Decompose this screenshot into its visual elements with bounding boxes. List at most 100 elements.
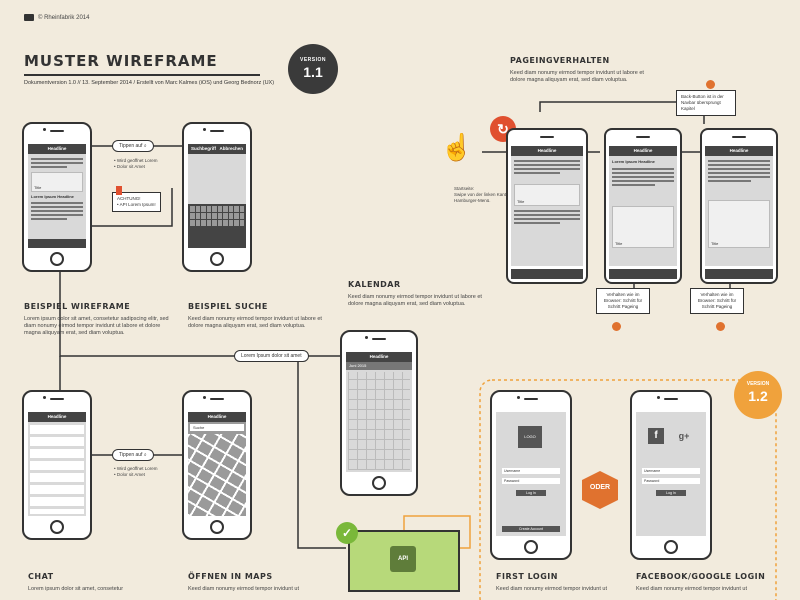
navbar: Headline: [609, 146, 677, 156]
document-info: Dokumentversion 1.0 // 13. September 201…: [24, 80, 275, 86]
version-badge-1-2: VERSION 1.2: [734, 371, 782, 419]
swipe-gesture-icon: ☝: [440, 132, 474, 162]
section-text-maps: Keed diam nonumy eirmod tempor invidunt …: [188, 586, 299, 592]
oder-hexagon: [582, 471, 618, 509]
phone-android-1: Headline Title: [506, 128, 588, 284]
home-button-icon: [664, 540, 678, 554]
section-text-beispiel-suche: Keed diam nonumy eirmod tempor invidunt …: [188, 316, 322, 329]
password-field[interactable]: Password: [642, 478, 700, 484]
navbar: Headline: [28, 412, 86, 422]
version-number: 1.1: [303, 64, 323, 80]
google-plus-icon[interactable]: g+: [678, 431, 690, 441]
phone-screen: Headline Suche: [188, 412, 246, 516]
tap-on-pill-2: Tippen auf ⌕: [112, 449, 154, 461]
keyboard[interactable]: [188, 204, 246, 248]
navbar: Headline: [188, 412, 246, 422]
check-icon: ✓: [336, 522, 358, 544]
section-text-first-login: Keed diam nonumy eirmod tempor invidunt …: [496, 586, 607, 592]
browser-note-1: Verhalten wie im Browser: Schritt für Sc…: [596, 288, 650, 314]
home-button-icon: [50, 520, 64, 534]
back-button-note: Back-Button ist in der Navbar übersprung…: [676, 90, 736, 116]
username-field[interactable]: Username: [502, 468, 560, 474]
image-placeholder: Title: [514, 184, 580, 206]
login-button[interactable]: Log In: [656, 490, 686, 496]
android-nav-bar[interactable]: [511, 269, 583, 279]
phone-android-3: Headline Title: [700, 128, 778, 284]
phone-screen: Headline Juni 2015: [346, 352, 412, 472]
brand: © Rheinfabrik 2014: [24, 14, 89, 21]
bullets-note: • Wird geöffnet Lorem • Dolor sit Amet: [114, 158, 158, 169]
login-button[interactable]: Log In: [516, 490, 546, 496]
navbar: Headline: [28, 144, 86, 154]
bookmark-icon: [116, 186, 122, 195]
section-title-fb-google-login: FACEBOOK/GOOGLE LOGIN: [636, 572, 766, 581]
brand-logo-icon: [24, 14, 34, 21]
android-nav-bar[interactable]: [705, 269, 773, 279]
phone-social-login: f g+ Username Password Log In: [630, 390, 712, 560]
page-title: MUSTER WIREFRAME: [24, 52, 218, 70]
section-text-fb-google-login: Keed diam nonumy eirmod tempor invidunt …: [636, 586, 747, 592]
api-box: API: [348, 530, 460, 592]
image-placeholder: Title: [612, 206, 674, 248]
section-title-pageingverhalten: PAGEINGVERHALTEN: [510, 56, 610, 65]
section-text-pageingverhalten: Keed diam nonumy eirmod tempor invidunt …: [510, 70, 644, 83]
home-button-icon: [50, 252, 64, 266]
server-icon: API: [390, 546, 416, 572]
eye-icon: [706, 80, 715, 89]
section-title-chat: CHAT: [28, 572, 54, 581]
password-field[interactable]: Password: [502, 478, 560, 484]
version-badge-1-1: VERSION 1.1: [288, 44, 338, 94]
phone-screen: Headline: [28, 412, 86, 516]
image-placeholder: Title: [708, 200, 770, 248]
section-title-beispiel-suche: BEISPIEL SUCHE: [188, 302, 268, 311]
logo: LOGO: [518, 426, 542, 448]
username-field[interactable]: Username: [642, 468, 700, 474]
search-input[interactable]: Suche: [190, 424, 244, 431]
calendar-grid[interactable]: [348, 372, 410, 470]
copyright: © Rheinfabrik 2014: [38, 14, 90, 21]
image-placeholder: Title: [31, 172, 83, 192]
home-button-icon: [524, 540, 538, 554]
phone-screen: Headline Title: [511, 146, 583, 266]
navbar: Headline: [511, 146, 583, 156]
section-title-kalendar: KALENDAR: [348, 280, 401, 289]
chat-list[interactable]: [30, 425, 84, 514]
phone-screen: Headline Title Lorem Ipsum Headline: [28, 144, 86, 248]
home-button-icon: [372, 476, 386, 490]
home-button-icon: [210, 520, 224, 534]
android-nav-bar[interactable]: [609, 269, 677, 279]
browser-note-2: Verhalten wie im Browser: Schritt für Sc…: [690, 288, 744, 314]
section-title-first-login: FIRST LOGIN: [496, 572, 558, 581]
home-button-icon: [210, 252, 224, 266]
version-label: VERSION: [299, 57, 326, 63]
lorem-headline: Lorem Ipsum Headline: [31, 194, 74, 199]
navbar: Headline: [346, 352, 412, 362]
bullets-note-2: • Wird geöffnet Lorem • Dolor sit Amet: [114, 466, 158, 477]
phone-android-2: Headline Lorem Ipsum Headline Title: [604, 128, 682, 284]
navbar: Headline: [705, 146, 773, 156]
phone-screen: Headline Title: [705, 146, 773, 266]
attention-note: ACHTUNG! • API Lorem Ipsum!: [112, 192, 161, 212]
version-number: 1.2: [748, 388, 768, 404]
create-account-button[interactable]: Create Account: [502, 526, 560, 532]
title-divider: [24, 74, 260, 76]
oder-label: ODER: [589, 484, 611, 491]
section-text-kalendar: Keed diam nonumy eirmod tempor invidunt …: [348, 294, 482, 307]
phone-screen: Headline Lorem Ipsum Headline Title: [609, 146, 677, 266]
phone-screen: LOGO Username Password Log In Create Acc…: [496, 412, 566, 536]
section-title-beispiel-wireframe: BEISPIEL WIREFRAME: [24, 302, 131, 311]
phone-maps: Headline Suche: [182, 390, 252, 540]
phone-chat: Headline: [22, 390, 92, 540]
tap-on-pill: Tippen auf ⌕: [112, 140, 154, 152]
facebook-icon[interactable]: f: [648, 428, 664, 444]
section-text-chat: Lorem ipsum dolor sit amet, consetetur: [28, 586, 124, 592]
phone-first-login: LOGO Username Password Log In Create Acc…: [490, 390, 572, 560]
map-view[interactable]: [188, 434, 246, 516]
tab-bar[interactable]: [28, 239, 86, 248]
version-label: VERSION: [746, 381, 770, 387]
section-title-maps: ÖFFNEN IN MAPS: [188, 572, 273, 581]
phone-beispiel-wireframe: Headline Title Lorem Ipsum Headline: [22, 122, 92, 272]
